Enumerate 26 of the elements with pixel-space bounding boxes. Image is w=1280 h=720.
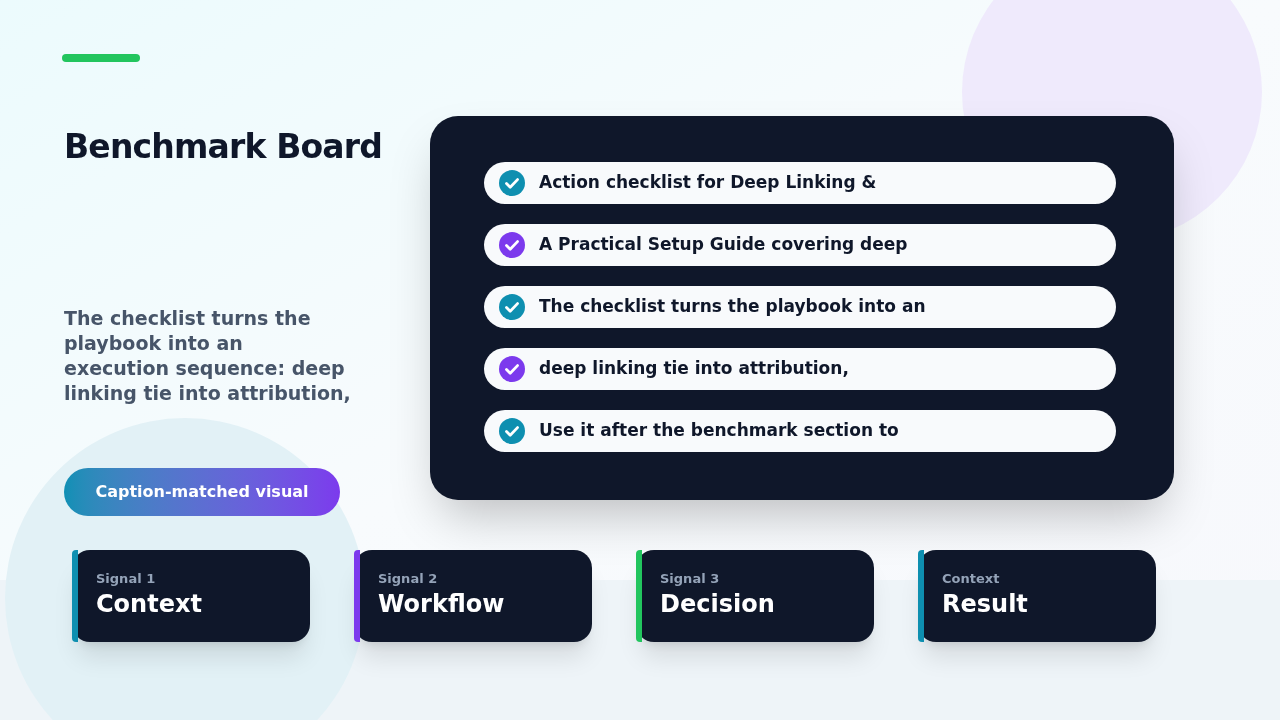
item-text: deep linking tie into attribution, (539, 357, 849, 381)
item-text: Use it after the benchmark section to (539, 419, 899, 443)
card-kicker: Signal 1 (96, 570, 157, 588)
signal-card (354, 550, 592, 642)
signal-card (72, 550, 310, 642)
card-title: Decision (660, 589, 776, 620)
card-title: Context (96, 589, 203, 620)
signal-card (918, 550, 1156, 642)
card-kicker: Context (942, 570, 1001, 588)
signal-card (636, 550, 874, 642)
card-title: Result (942, 589, 1029, 620)
card-kicker: Signal 3 (660, 570, 721, 588)
checklist-panel (430, 116, 1174, 500)
description-text: The checklist turns the playbook into an execution sequence: deep linking tie into attribution, (64, 306, 352, 406)
checklist-item (484, 286, 1116, 328)
title: Benchmark Board (64, 126, 383, 168)
checklist-item (484, 348, 1116, 390)
checklist-item (484, 410, 1116, 452)
item-text: A Practical Setup Guide covering deep (539, 233, 908, 257)
checklist-item (484, 162, 1116, 204)
caption-pill: Caption-matched visual (64, 468, 340, 516)
checklist-item (484, 224, 1116, 266)
card-kicker: Signal 2 (378, 570, 439, 588)
item-text: The checklist turns the playbook into an (539, 295, 926, 319)
item-text: Action checklist for Deep Linking & (539, 171, 877, 195)
card-title: Workflow (378, 589, 506, 620)
